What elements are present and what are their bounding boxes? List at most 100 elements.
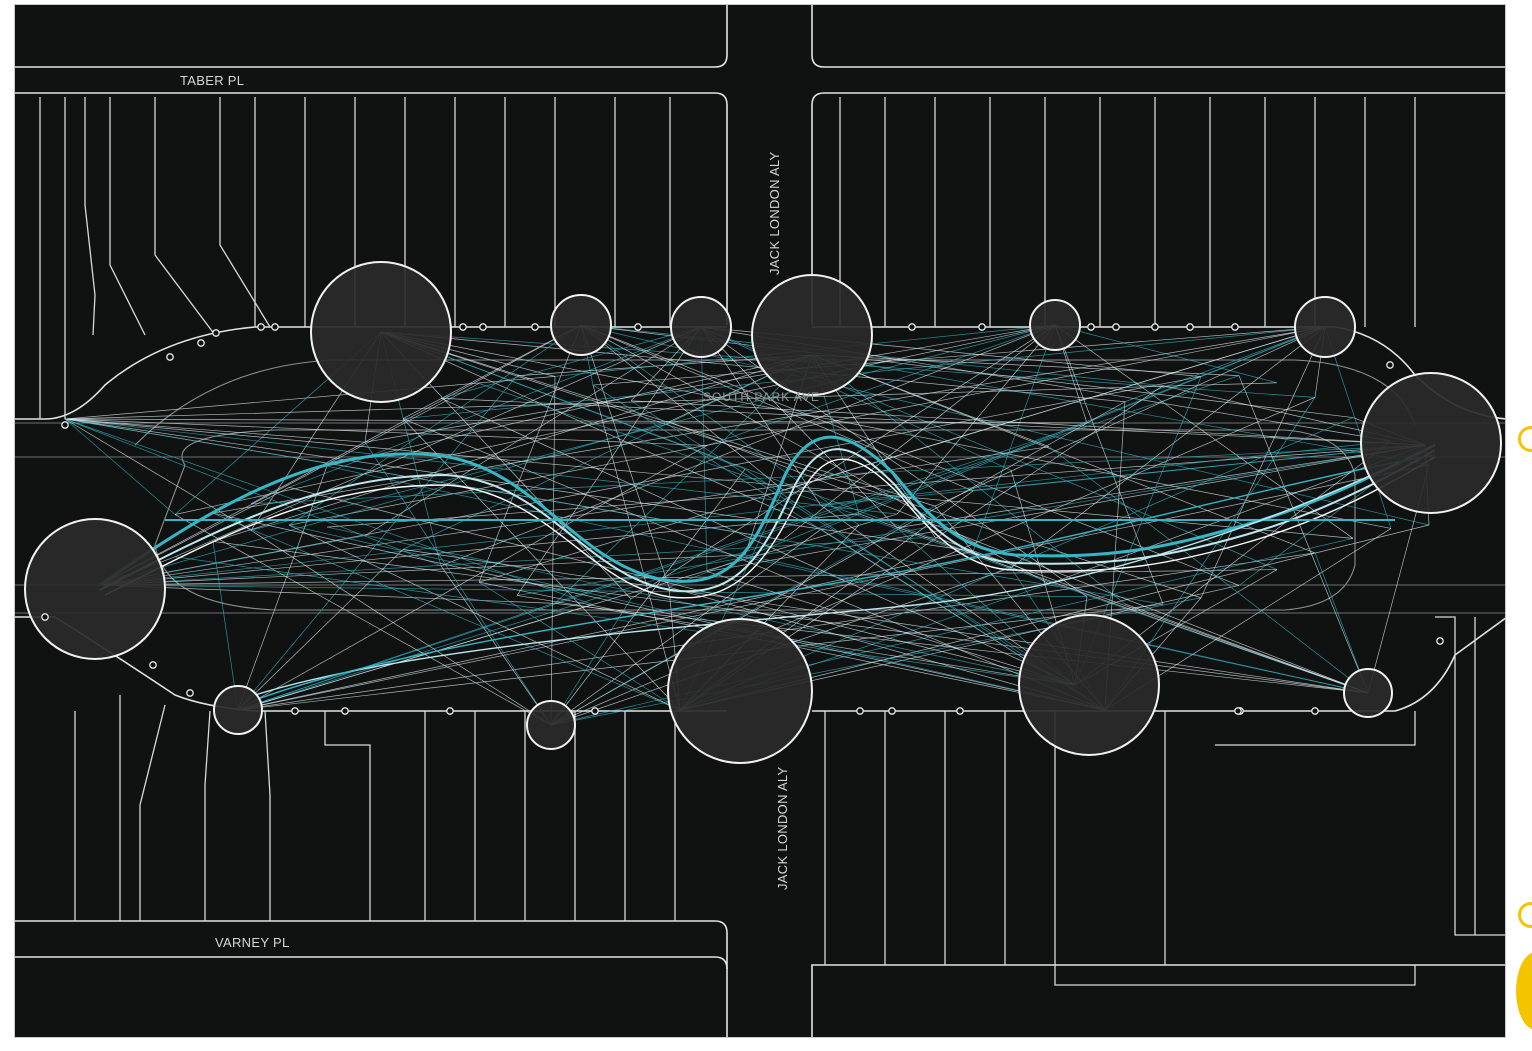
connection-line: [237, 422, 1088, 711]
connection-line: [99, 383, 480, 586]
margin-accent-circle-middle: [1518, 902, 1532, 928]
connection-line: [1200, 326, 1326, 598]
path-node: [531, 323, 539, 331]
connection-line: [820, 444, 1426, 506]
tree-canopy: [550, 294, 612, 356]
margin-accent-circle-lower: [1516, 952, 1532, 1030]
connection-line: [237, 550, 974, 711]
path-node: [212, 329, 220, 337]
path-node: [459, 323, 467, 331]
connection-line: [668, 421, 1369, 694]
alley-label-upper: JACK LONDON ALY: [767, 152, 782, 275]
path-node: [1311, 707, 1319, 715]
path-node: [166, 353, 174, 361]
connection-line: [402, 418, 1106, 711]
parcel-lines: [39, 97, 1505, 986]
connection-line: [380, 331, 1012, 569]
connection-line: [326, 465, 1369, 694]
path-node: [1151, 323, 1159, 331]
connection-line: [237, 375, 518, 711]
connection-line: [99, 446, 1050, 586]
connection-line: [440, 326, 702, 399]
connection-line: [1010, 326, 1326, 569]
connection-line: [326, 444, 1426, 528]
connection-line: [64, 418, 366, 443]
path-node: [1087, 323, 1095, 331]
flow-paths: [99, 435, 1436, 701]
path-node: [634, 323, 642, 331]
path-node: [978, 323, 986, 331]
connection-line: [592, 326, 1326, 386]
connection-line: [896, 444, 1426, 529]
tree-canopy: [1294, 296, 1356, 358]
connection-line: [174, 324, 1056, 515]
connection-line: [668, 326, 1326, 588]
connection-line: [174, 514, 552, 726]
connection-line: [237, 465, 328, 711]
tree-canopy: [310, 261, 452, 403]
path-nodes: [41, 323, 1444, 715]
connection-line: [516, 326, 702, 596]
connection-line: [706, 571, 1076, 686]
connection-line: [380, 331, 1392, 529]
connection-line: [402, 354, 813, 550]
path-node: [1231, 323, 1239, 331]
connection-line: [592, 384, 1106, 711]
site-plan-map: TABER PL VARNEY PL JACK LONDON ALY JACK …: [14, 4, 1506, 1038]
connection-line: [478, 383, 1369, 694]
connection-line: [99, 421, 670, 586]
path-node: [1234, 707, 1242, 715]
connection-line: [237, 513, 898, 711]
path-node: [591, 707, 599, 715]
connection-line: [550, 469, 746, 726]
tree-canopy: [667, 618, 813, 764]
connection-line: [440, 397, 1426, 446]
connection-line: [580, 324, 784, 491]
connection-line: [402, 549, 1369, 694]
connection-line: [64, 382, 1278, 420]
connection-line: [99, 584, 1088, 598]
connection-line: [440, 397, 1076, 686]
connection-line: [212, 326, 1326, 514]
connection-line: [288, 524, 681, 711]
street-label-taber-pl: TABER PL: [180, 73, 244, 88]
connection-line: [364, 441, 552, 726]
connection-line: [440, 324, 1056, 567]
connection-line: [64, 376, 556, 420]
path-node: [479, 323, 487, 331]
path-node: [1186, 323, 1194, 331]
connection-line: [782, 326, 1326, 491]
connection-line: [1238, 375, 1369, 694]
path-node: [888, 707, 896, 715]
connection-line: [99, 513, 860, 586]
site-plan-drawing: TABER PL VARNEY PL JACK LONDON ALY JACK …: [15, 5, 1505, 1037]
connection-line: [364, 326, 702, 536]
connection-line: [700, 326, 1012, 471]
connection-line: [237, 445, 708, 711]
connection-line: [288, 324, 582, 526]
tree-canopy: [1029, 299, 1081, 351]
connection-line: [64, 418, 176, 515]
connection-line: [99, 536, 936, 586]
connection-line: [706, 324, 1056, 446]
connection-line: [288, 524, 1106, 711]
connection-line: [64, 418, 1088, 424]
connection-line: [326, 526, 1076, 686]
path-node: [856, 707, 864, 715]
connection-line: [174, 556, 1076, 686]
connection-line: [64, 418, 1164, 605]
connection-line: [64, 418, 1354, 539]
connection-line: [1124, 603, 1369, 694]
connection-line: [212, 512, 681, 711]
tree-canopy: [670, 296, 732, 358]
connection-line: [1048, 446, 1369, 694]
connection-line: [364, 324, 1056, 443]
connection-line: [250, 444, 1426, 505]
tree-canopy: [1360, 372, 1502, 514]
tree-canopy: [526, 700, 576, 750]
connection-line: [99, 554, 746, 586]
connection-line: [706, 444, 1426, 572]
connection-line: [212, 541, 239, 711]
tree-canopy: [213, 685, 263, 735]
tree-canopies: [24, 261, 1502, 764]
